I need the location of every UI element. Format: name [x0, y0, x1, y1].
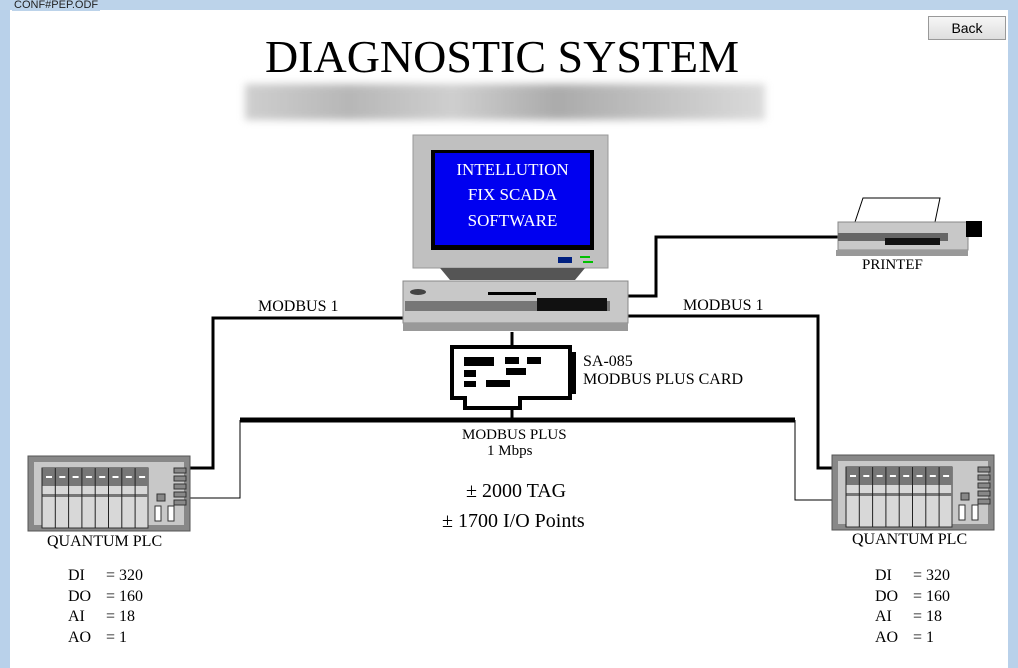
card-name: MODBUS PLUS CARD — [583, 371, 744, 388]
modbus-left-line — [190, 316, 403, 470]
plc-left-label: QUANTUM PLC — [47, 533, 163, 550]
plc-right-icon — [831, 454, 995, 531]
screen-line-3: SOFTWARE — [467, 211, 558, 230]
modbus-plus-card-icon — [450, 345, 576, 410]
io-row: AO= 1 — [68, 628, 128, 646]
io-point-count: ± 1700 I/O Points — [442, 510, 585, 532]
bus-speed: 1 Mbps — [487, 443, 533, 459]
tag-count: ± 2000 TAG — [466, 480, 567, 502]
io-row: DI= 320 — [875, 567, 951, 584]
page-title: DIAGNOSTIC SYSTEM — [264, 31, 740, 82]
plc-right-label: QUANTUM PLC — [852, 531, 968, 548]
printer-line — [628, 235, 838, 298]
computer-base-icon — [402, 280, 629, 331]
printer-icon — [836, 197, 982, 256]
io-row: DO= 160 — [68, 587, 144, 605]
window-titlebar: CONF#PEP.ODF — [0, 0, 1018, 11]
back-button[interactable]: Back — [928, 16, 1006, 40]
plc-right-mbp-drop — [794, 420, 832, 501]
modbus-right-label: MODBUS 1 — [683, 297, 764, 314]
screen-line-2: FIX SCADA — [467, 185, 558, 204]
plc-right-io-list: DI= 320 DO= 160 AI= 18 AO= 1 — [875, 566, 950, 648]
io-row: DI= 320 — [68, 567, 144, 584]
window-title: CONF#PEP.ODF — [12, 0, 101, 11]
monitor-icon — [412, 134, 609, 280]
io-row: AI= 18 — [875, 608, 943, 625]
card-model: SA-085 — [583, 353, 633, 370]
io-row: DO= 160 — [875, 587, 951, 605]
modbus-right-line — [628, 314, 832, 470]
plc-left-io-list: DI= 320 DO= 160 AI= 18 AO= 1 — [68, 566, 143, 648]
screen-line-1: INTELLUTION — [456, 160, 569, 179]
io-row: AI= 18 — [68, 608, 136, 625]
redacted-subtitle — [245, 84, 765, 120]
plc-left-mbp-drop — [190, 420, 241, 499]
plc-left-icon — [27, 455, 191, 532]
printer-label: PRINTEF — [862, 257, 923, 273]
bus-name: MODBUS PLUS — [462, 427, 567, 443]
modbus-left-label: MODBUS 1 — [258, 298, 339, 315]
io-row: AO= 1 — [875, 628, 935, 646]
